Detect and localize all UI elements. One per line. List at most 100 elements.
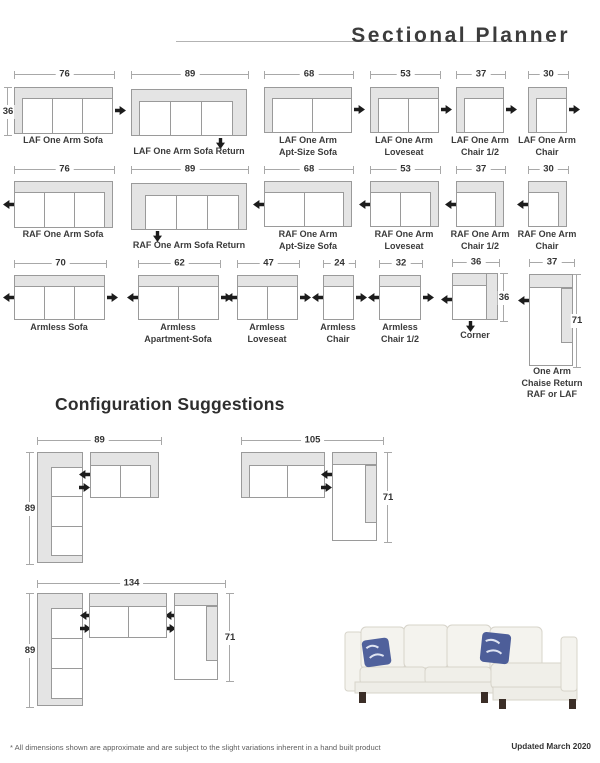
module-raf-one-arm-sofa-return: [131, 183, 247, 230]
dimension-value: 76: [55, 164, 74, 175]
seat-area: [138, 286, 219, 320]
module-laf-one-arm-sofa: [14, 87, 113, 134]
connector-arrow-left-icon: [441, 295, 452, 304]
seat-area: [379, 286, 421, 320]
module-armless-chair-half: [379, 275, 421, 320]
seat-area: [90, 465, 151, 498]
seat-cushion: [127, 607, 167, 637]
connector-arrow-left-icon: [445, 200, 456, 209]
dimension-value: 76: [55, 69, 74, 80]
width-dimension: 134: [37, 578, 226, 589]
module-caption: LAF One Arm Sofa: [23, 135, 103, 147]
seat-cushion: [273, 99, 312, 132]
seat-cushion: [52, 99, 82, 133]
page-title: Sectional Planner: [351, 24, 570, 47]
connector-arrow-right-icon: [569, 105, 580, 114]
dimension-value: 37: [471, 69, 491, 80]
dimension-value: 89: [90, 435, 109, 446]
dimension-value: 30: [539, 164, 558, 175]
connector-arrow-right-icon: [79, 483, 90, 492]
width-dimension: 68: [264, 69, 354, 80]
backrest-block: [486, 273, 498, 320]
module-caption-line: Loveseat: [384, 146, 424, 157]
config3-apartment-sofa: [89, 593, 167, 638]
dimension-value: 105: [300, 435, 325, 446]
seat-cushion: [146, 196, 176, 229]
seat-cushion: [52, 668, 82, 698]
dimension-value: 24: [330, 258, 349, 269]
seat-cushion: [90, 607, 128, 637]
connector-arrow-down-icon: [152, 231, 163, 242]
width-dimension: 30: [528, 69, 569, 80]
connector-arrow-right-icon: [165, 624, 176, 633]
module-caption-line: RAF One Arm: [278, 229, 338, 239]
seat-cushion: [44, 287, 74, 319]
connector-arrow-left-icon: [80, 611, 91, 620]
module-caption-line: LAF One Arm: [451, 135, 509, 145]
seat-area: [145, 195, 239, 230]
seat-area: [89, 606, 167, 638]
seat-area: [456, 192, 496, 227]
config3-sofa-return: [37, 593, 83, 706]
seat-cushion: [250, 466, 287, 497]
seat-cushion: [52, 609, 82, 638]
module-caption-line: RAF One Arm: [517, 229, 577, 239]
seat-cushion: [379, 99, 408, 132]
width-dimension: 68: [264, 164, 354, 175]
dimension-value: 89: [23, 501, 37, 516]
module-caption-line: LAF One Arm: [279, 135, 337, 145]
config3-chaise-return: [174, 593, 218, 680]
connector-arrow-right-icon: [506, 105, 517, 114]
seat-cushion: [178, 287, 218, 319]
configuration-suggestions-heading: Configuration Suggestions: [55, 394, 285, 414]
dimension-value: 36: [466, 257, 486, 268]
width-dimension: 32: [379, 258, 423, 269]
connector-arrow-left-icon: [226, 293, 237, 302]
module-caption-line: LAF One Arm Sofa: [23, 135, 103, 145]
seat-area: [464, 98, 504, 133]
height-dimension: 36: [497, 273, 511, 322]
dimension-value: 71: [570, 314, 584, 328]
module-laf-one-arm-apt-size-sofa: [264, 87, 352, 133]
width-dimension: 37: [456, 69, 506, 80]
seat-cushion: [371, 193, 400, 226]
seat-cushion: [529, 193, 558, 226]
seat-cushion: [207, 196, 238, 229]
seat-cushion: [176, 196, 207, 229]
module-raf-one-arm-chair: [528, 181, 567, 227]
dimension-value: 37: [471, 164, 491, 175]
seat-cushion: [457, 193, 495, 226]
module-caption-line: Chair 1/2: [460, 146, 500, 157]
width-dimension: 47: [237, 258, 300, 269]
width-dimension: 62: [138, 258, 221, 269]
seat-area: [536, 98, 567, 133]
dimension-value: 89: [23, 643, 37, 658]
width-dimension: 53: [370, 69, 441, 80]
connector-arrow-left-icon: [312, 293, 323, 302]
seat-cushion: [201, 102, 232, 135]
dimension-value: 68: [299, 69, 319, 80]
module-laf-one-arm-sofa-return: [131, 89, 247, 136]
seat-cushion: [91, 466, 120, 497]
module-caption: Corner: [460, 330, 490, 342]
module-caption-line: Armless: [249, 322, 285, 332]
sectional-sofa-photo: [344, 624, 578, 709]
dimension-value: 36: [497, 290, 511, 305]
module-caption-line: Chaise Return: [521, 377, 583, 388]
width-dimension: 37: [529, 257, 575, 268]
seat-area: [323, 286, 354, 320]
module-armless-loveseat: [237, 275, 298, 320]
seat-cushion: [120, 466, 150, 497]
seat-area: [51, 467, 83, 556]
module-caption-line: Apt-Size Sofa: [278, 146, 338, 157]
dimension-value: 53: [396, 164, 415, 175]
module-caption-line: LAF One Arm: [375, 135, 433, 145]
height-dimension: 89: [23, 452, 37, 565]
